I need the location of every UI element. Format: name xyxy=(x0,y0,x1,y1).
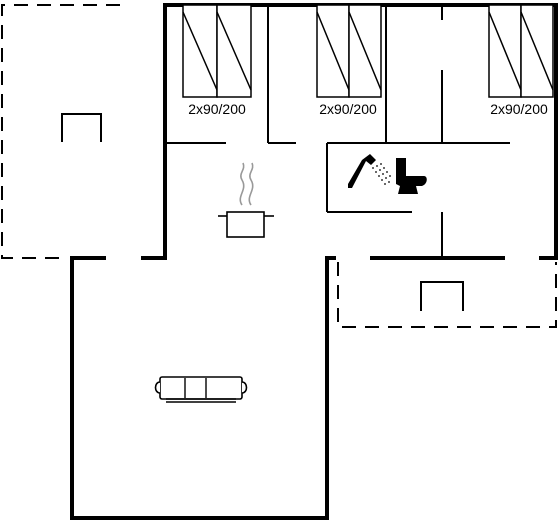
shower-icon xyxy=(348,154,391,188)
bed-3-icon xyxy=(488,4,554,98)
bedroom-2: 2x90/200 xyxy=(316,4,382,117)
bed-1-icon xyxy=(182,4,252,98)
terrace-left xyxy=(1,4,120,259)
sofa-icon xyxy=(154,376,248,403)
bed-1-label: 2x90/200 xyxy=(188,101,246,117)
bed-3-label: 2x90/200 xyxy=(490,101,548,117)
exterior-walls xyxy=(70,3,558,520)
bedroom-3: 2x90/200 xyxy=(488,4,554,117)
terrace-right-chair-icon xyxy=(420,281,464,311)
bed-2-label: 2x90/200 xyxy=(319,101,377,117)
bed-2-icon xyxy=(316,4,382,98)
interior-walls xyxy=(165,5,510,258)
cooking-pot-icon xyxy=(218,162,274,238)
terrace-right xyxy=(337,262,557,328)
bedroom-1: 2x90/200 xyxy=(182,4,252,117)
toilet-icon xyxy=(396,158,427,194)
terrace-left-chair-icon xyxy=(61,113,102,142)
